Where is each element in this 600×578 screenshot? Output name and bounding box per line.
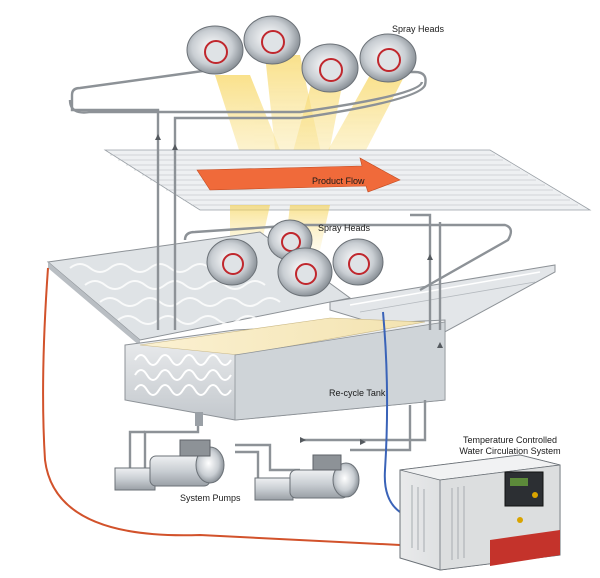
flow-arrows (155, 134, 443, 445)
spray-head-icon (186, 25, 244, 75)
label-recycle-tank: Re-cycle Tank (329, 388, 386, 398)
spray-head-icon (206, 238, 258, 286)
pump-icon (254, 454, 360, 501)
label-system-pumps: System Pumps (180, 493, 241, 503)
label-spray-heads-bottom: Spray Heads (318, 223, 371, 233)
hot-water-line (42, 267, 401, 546)
product-flow-arrow (196, 157, 401, 193)
label-water-circulation-system: Temperature Controlled Water Circulation… (455, 435, 565, 457)
pump-icon (114, 439, 225, 491)
water-circulation-unit-icon (399, 454, 561, 571)
spray-head-icon (332, 238, 384, 286)
spray-head-icon (277, 247, 333, 297)
recycle-tank (124, 317, 446, 426)
label-product-flow: Product Flow (312, 176, 365, 186)
pipework (68, 68, 513, 480)
label-tcwcs-line2: Water Circulation System (459, 446, 561, 456)
label-spray-heads-top: Spray Heads (392, 24, 445, 34)
cold-water-line (382, 311, 401, 513)
spray-head-icon (359, 33, 417, 83)
spray-head-icon (301, 43, 359, 93)
spray-head-icon (243, 15, 301, 65)
label-tcwcs-line1: Temperature Controlled (462, 435, 558, 445)
